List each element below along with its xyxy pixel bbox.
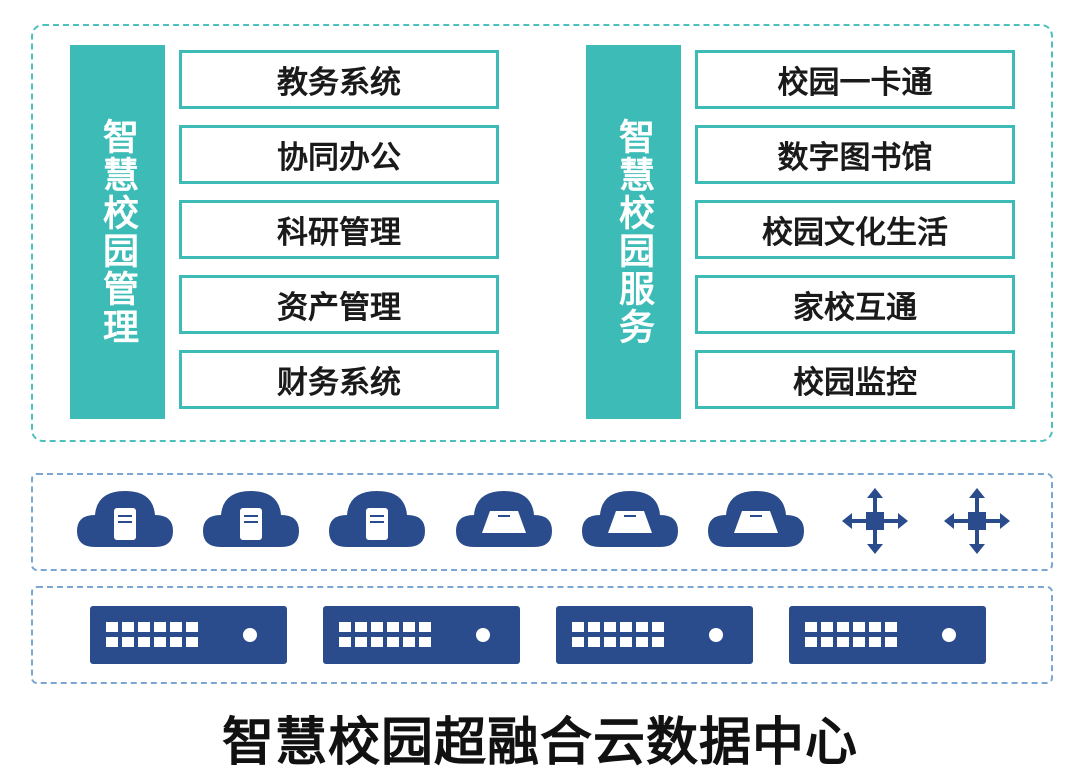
diagram-title: 智慧校园超融合云数据中心: [221, 713, 858, 773]
service-item: 校园文化生活: [695, 200, 1015, 259]
service-item: 校园一卡通: [695, 50, 1015, 109]
storage-cloud-icon: [582, 491, 678, 547]
network-switch-icon: [944, 488, 1010, 554]
service-label: 智慧校园服务: [586, 45, 681, 419]
service-item: 校园监控: [695, 350, 1015, 409]
management-item: 资产管理: [179, 275, 499, 334]
management-item: 教务系统: [179, 50, 499, 109]
network-switch-icon: [842, 488, 908, 554]
server-rack-icon: [323, 606, 520, 664]
service-item: 数字图书馆: [695, 125, 1015, 184]
server-cloud-icon: [203, 491, 299, 547]
server-cloud-icon: [77, 491, 173, 547]
management-item: 财务系统: [179, 350, 499, 409]
server-rack-icon: [789, 606, 986, 664]
storage-cloud-icon: [708, 491, 804, 547]
hardware-layer-frame: [31, 586, 1053, 684]
virtualization-layer-frame: [31, 473, 1053, 571]
management-label: 智慧校园管理: [70, 45, 165, 419]
management-item: 科研管理: [179, 200, 499, 259]
server-rack-icon: [556, 606, 753, 664]
application-layer-frame: [31, 24, 1053, 442]
management-item: 协同办公: [179, 125, 499, 184]
service-item: 家校互通: [695, 275, 1015, 334]
server-rack-icon: [90, 606, 287, 664]
storage-cloud-icon: [456, 491, 552, 547]
server-cloud-icon: [329, 491, 425, 547]
